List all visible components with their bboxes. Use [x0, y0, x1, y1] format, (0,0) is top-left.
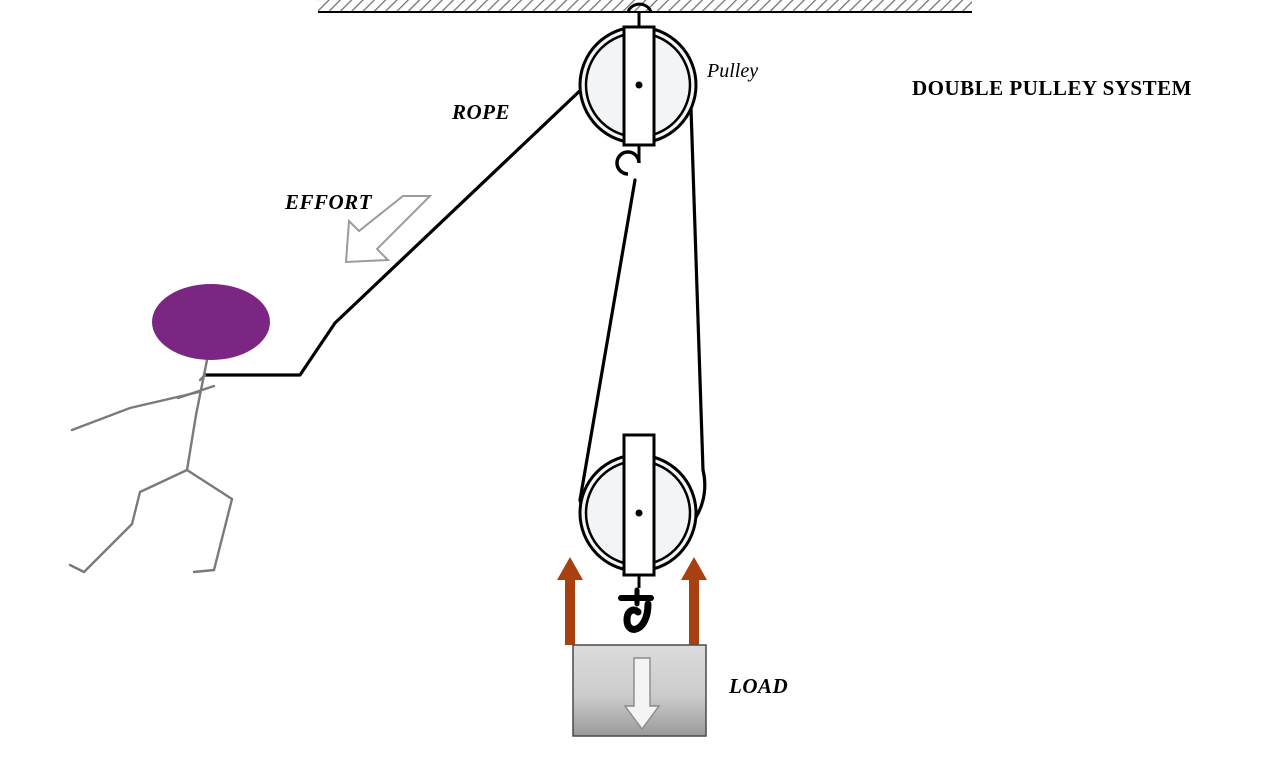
tension-arrow-right: [681, 557, 707, 645]
fixed-pulley: [578, 2, 698, 176]
label-effort: EFFORT: [285, 190, 373, 214]
tension-arrow-left: [557, 557, 583, 645]
load-block: [572, 644, 707, 737]
label-load: LOAD: [729, 674, 789, 698]
person-head: [152, 284, 270, 360]
load-hook: [618, 587, 654, 633]
movable-pulley: [578, 433, 698, 588]
diagram-title: DOUBLE PULLEY SYSTEM: [912, 76, 1192, 100]
label-pulley: Pulley: [707, 60, 759, 82]
label-rope: ROPE: [452, 100, 511, 124]
person-pulling-rope: [68, 358, 234, 574]
effort-arrow: [344, 195, 433, 264]
